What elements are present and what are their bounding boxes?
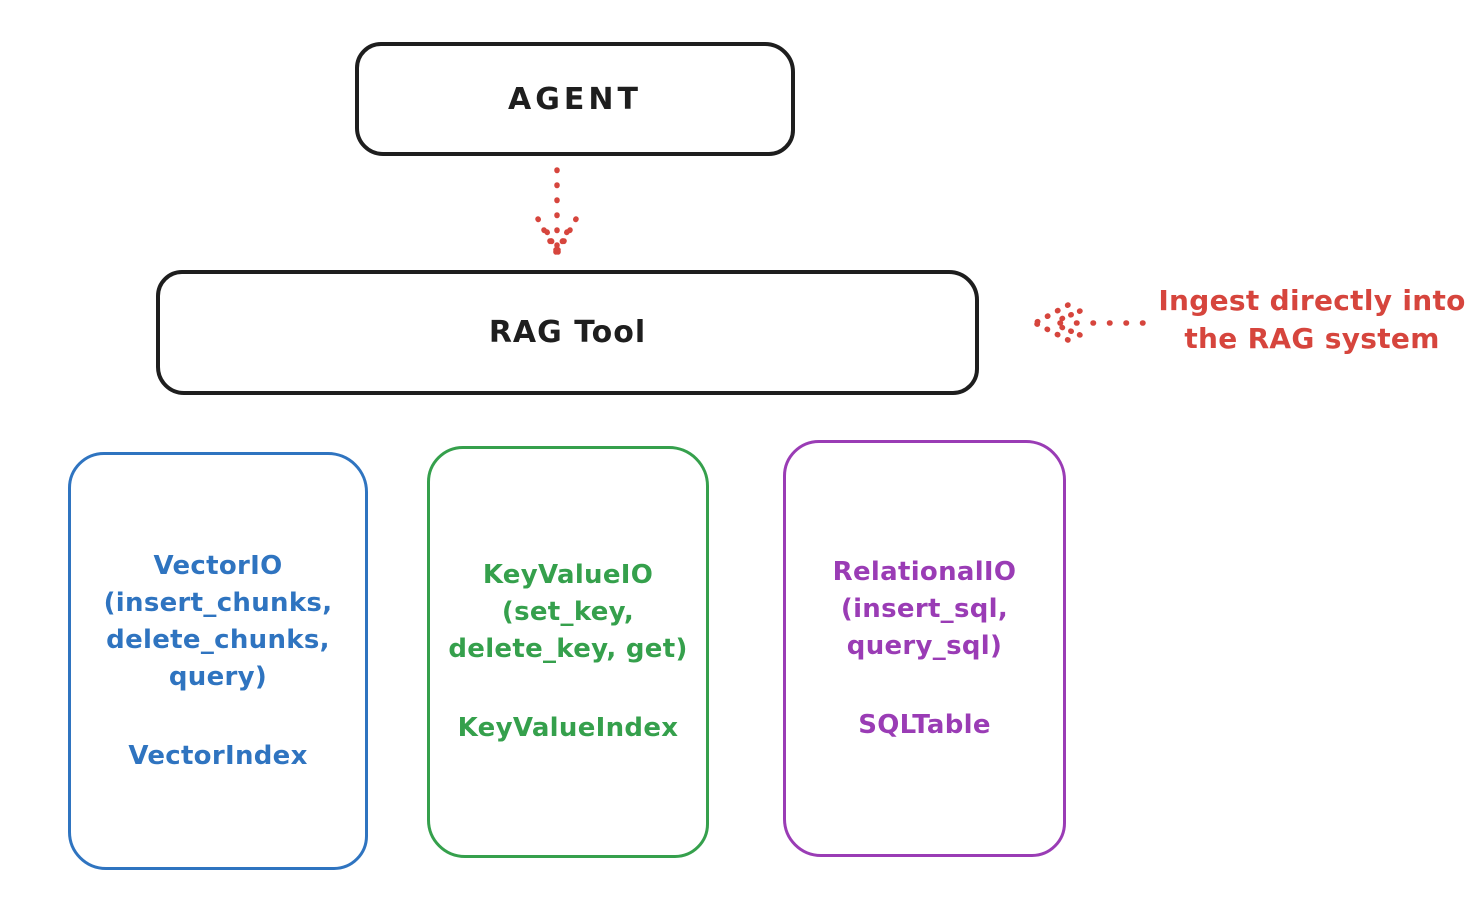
agent-node[interactable]: AGENT: [355, 42, 795, 156]
vector-io-node[interactable]: VectorIO (insert_chunks, delete_chunks, …: [68, 452, 368, 870]
key-value-io-node[interactable]: KeyValueIO (set_key, delete_key, get) Ke…: [427, 446, 709, 858]
agent-to-rag-arrow[interactable]: [535, 167, 579, 255]
annotation-to-rag-arrowhead-icon: [1034, 302, 1071, 343]
sql-table-label: SQLTable: [858, 709, 991, 740]
agent-label: AGENT: [508, 81, 642, 117]
relational-io-label: RelationalIO (insert_sql, query_sql): [832, 556, 1017, 661]
relational-io-node[interactable]: RelationalIO (insert_sql, query_sql) SQL…: [783, 440, 1066, 857]
ingest-annotation[interactable]: Ingest directly into the RAG system: [1158, 284, 1466, 355]
vector-io-label: VectorIO (insert_chunks, delete_chunks, …: [103, 550, 333, 692]
annotation-to-rag-arrow[interactable]: [1034, 302, 1146, 343]
key-value-io-label: KeyValueIO (set_key, delete_key, get): [448, 560, 688, 664]
agent-to-rag-arrowhead-inner: [544, 229, 570, 253]
vector-index-label: VectorIndex: [128, 740, 308, 771]
rag-tool-node[interactable]: RAG Tool: [156, 270, 979, 395]
key-value-index-label: KeyValueIndex: [457, 713, 679, 743]
rag-tool-label: RAG Tool: [488, 315, 647, 350]
